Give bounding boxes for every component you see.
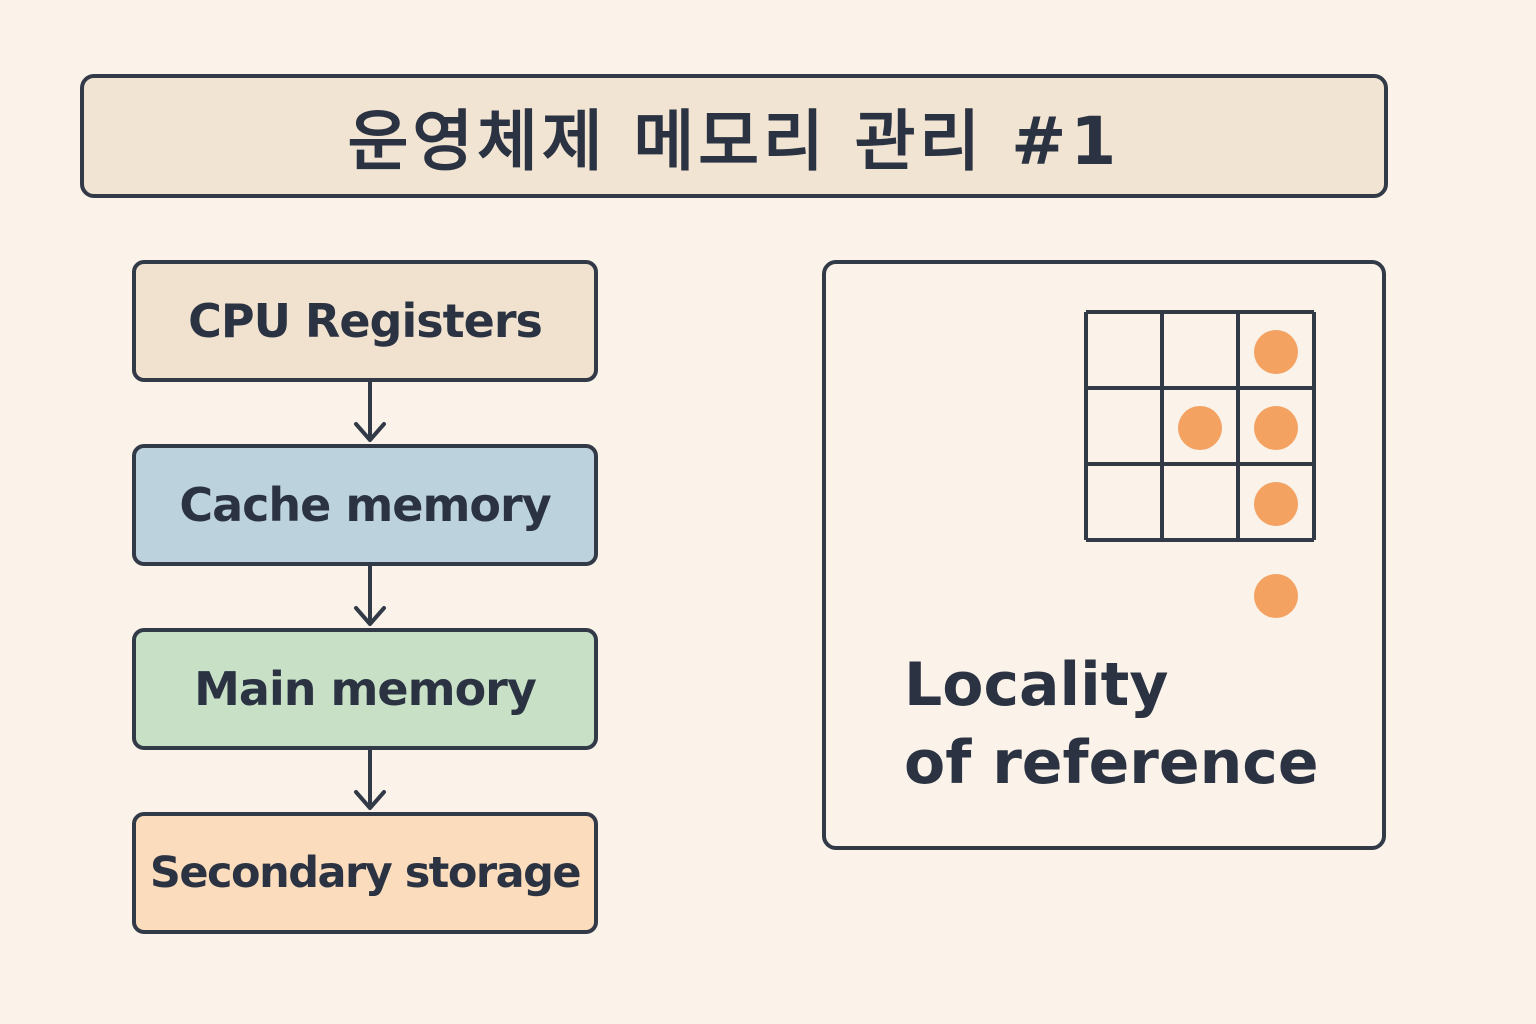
locality-dot — [1254, 406, 1298, 450]
arrow-down-icon — [354, 382, 386, 442]
level-label: Cache memory — [179, 478, 551, 532]
locality-label-line1: Locality — [904, 650, 1169, 720]
level-secondary-storage: Secondary storage — [132, 812, 598, 934]
level-cache-memory: Cache memory — [132, 444, 598, 566]
level-label: Main memory — [194, 662, 537, 716]
arrow-down-icon — [354, 566, 386, 626]
locality-dot-outside — [1254, 574, 1298, 618]
page-title: 운영체제 메모리 관리 #1 — [347, 103, 1121, 180]
level-main-memory: Main memory — [132, 628, 598, 750]
locality-label: Locality of reference — [904, 646, 1364, 802]
locality-dot — [1254, 482, 1298, 526]
level-label: CPU Registers — [188, 294, 543, 348]
title-banner: 운영체제 메모리 관리 #1 — [80, 74, 1388, 198]
locality-label-line2: of reference — [904, 728, 1319, 798]
locality-dot — [1178, 406, 1222, 450]
locality-dot — [1254, 330, 1298, 374]
level-label: Secondary storage — [149, 848, 582, 898]
level-cpu-registers: CPU Registers — [132, 260, 598, 382]
arrow-down-icon — [354, 750, 386, 810]
locality-grid — [1084, 310, 1316, 618]
